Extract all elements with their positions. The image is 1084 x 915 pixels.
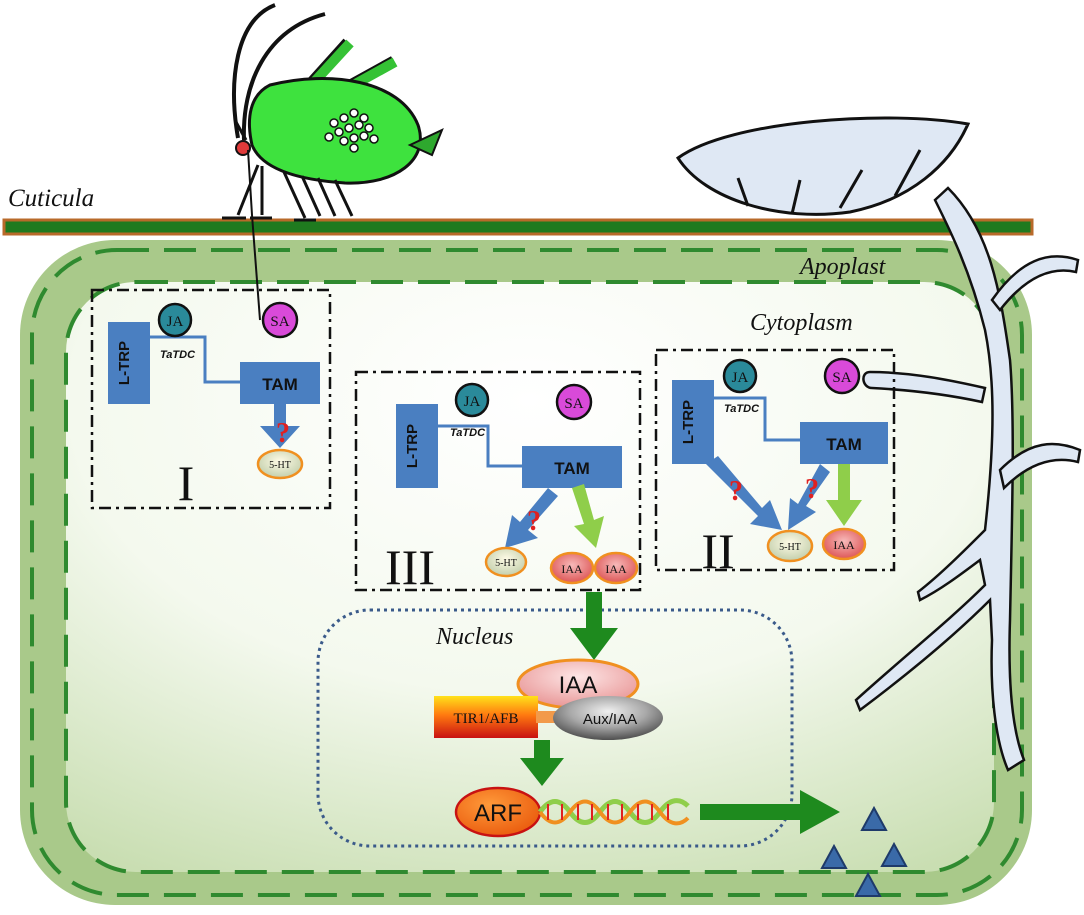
panel-i: L-TRP TaTDC JA SA TAM ? 5-HT I: [90, 288, 332, 511]
iaa-label: IAA: [605, 562, 627, 576]
tam-node: [240, 362, 320, 404]
aux-iaa-node: [553, 696, 663, 740]
uncertain-step-mark: ?: [527, 506, 541, 537]
5ht-node: [766, 529, 814, 563]
fungus-hypha-icon: [675, 116, 1082, 772]
tam-label: TAM: [826, 435, 862, 454]
5ht-label: 5-HT: [495, 558, 517, 569]
ltrp-label: L-TRP: [116, 341, 133, 385]
iaa-label: IAA: [561, 562, 583, 576]
cuticula-label: Cuticula: [8, 185, 94, 212]
uncertain-step-mark: ?: [729, 476, 743, 507]
iaa-label: IAA: [833, 538, 855, 552]
aux-iaa-label: Aux/IAA: [583, 711, 637, 728]
arf-label: ARF: [474, 800, 522, 827]
plasma-membrane-outline: [64, 280, 996, 874]
tatdc-label: TaTDC: [160, 349, 196, 361]
5ht-node: [256, 448, 304, 480]
tatdc-label: TaTDC: [450, 427, 486, 439]
panel-numeral: I: [178, 455, 195, 511]
iaa-import-arrow: [570, 592, 618, 660]
panel-ii: L-TRP TaTDC JA SA TAM ? ? 5-HT IAA II: [654, 348, 896, 579]
tam-to-5ht-arrow: [788, 464, 830, 530]
cytoplasm-region: [66, 282, 994, 872]
ltrp-label: L-TRP: [680, 400, 697, 444]
iaa-node: [593, 551, 639, 585]
tam-label: TAM: [262, 375, 298, 394]
5ht-label: 5-HT: [269, 460, 291, 471]
dna-helix-icon: [537, 798, 690, 826]
sa-node: [555, 383, 593, 421]
arf-activation-arrow: [520, 740, 564, 786]
panel-numeral: II: [701, 523, 734, 579]
nucleus: Nucleus IAA TIR1/AFB Aux/IAA ARF: [316, 592, 794, 848]
tam-node: [522, 446, 622, 488]
ja-node: [454, 382, 490, 418]
iaa-node: [549, 551, 595, 585]
5ht-label: 5-HT: [779, 542, 801, 553]
uncertain-step-mark: ?: [276, 418, 290, 449]
ltrp-node: [108, 322, 150, 404]
nucleus-label: Nucleus: [435, 624, 513, 650]
sa-node: [261, 301, 299, 339]
ja-node: [722, 358, 758, 394]
gene-expression-arrow: [700, 790, 840, 834]
iaa-label: IAA: [559, 672, 598, 699]
tir1-afb-label: TIR1/AFB: [453, 711, 518, 727]
ltrp-node: [396, 404, 438, 488]
apoplast-label: Apoplast: [798, 254, 887, 280]
ja-node: [157, 302, 193, 338]
tam-to-5ht-arrow: [505, 488, 558, 548]
sa-label: SA: [270, 314, 289, 330]
tam-label: TAM: [554, 459, 590, 478]
uncertain-step-mark: ?: [805, 474, 819, 505]
ltrp-label: L-TRP: [404, 424, 421, 468]
tam-node: [800, 422, 888, 464]
tir1-afb-receptor: [434, 696, 538, 738]
sa-node: [823, 357, 861, 395]
tam-to-5ht-arrow: [260, 404, 300, 448]
defense-products-icon: [820, 805, 908, 897]
sa-label: SA: [564, 396, 583, 412]
panel-iii: L-TRP TaTDC JA SA TAM ? 5-HT IAA IAA III: [354, 370, 642, 595]
ja-label: JA: [464, 394, 481, 410]
panel-numeral: III: [385, 539, 435, 595]
tatdc-label: TaTDC: [724, 403, 760, 415]
tam-to-iaa-arrow: [826, 464, 862, 526]
cytoplasm-label: Cytoplasm: [750, 310, 853, 336]
ltrp-to-5ht-arrow: [706, 456, 782, 530]
cell-wall-outline: [30, 248, 1024, 897]
ja-label: JA: [167, 314, 184, 330]
ltrp-node: [672, 380, 714, 464]
nucleus-envelope: [316, 608, 794, 848]
aphid-icon: [222, 3, 444, 321]
tam-to-iaa-arrow: [572, 484, 604, 548]
cuticula-band: [2, 218, 1034, 236]
5ht-node: [484, 546, 528, 578]
sa-label: SA: [832, 370, 851, 386]
ja-label: JA: [732, 370, 749, 386]
iaa-node: [821, 527, 867, 561]
